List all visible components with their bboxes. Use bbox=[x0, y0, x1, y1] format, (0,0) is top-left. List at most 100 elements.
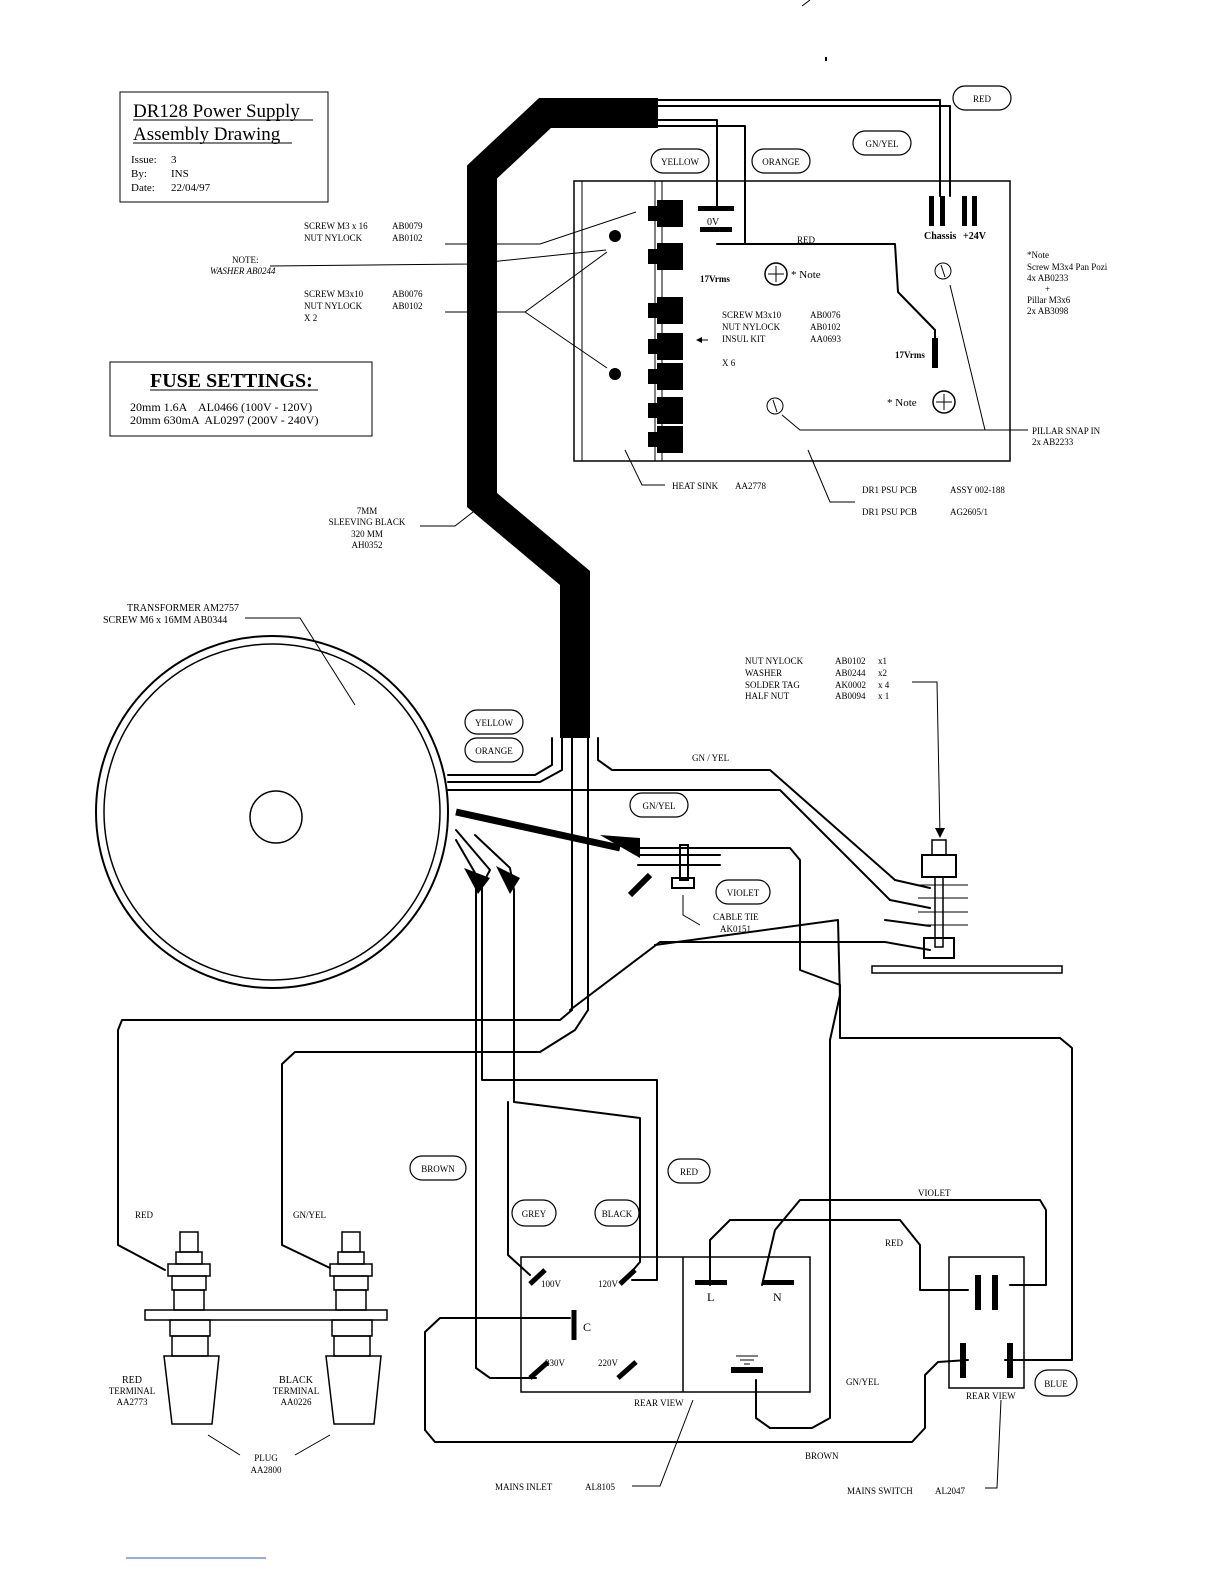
ground-stud: NUT NYLOCK WASHER SOLDER TAG HALF NUT AB… bbox=[745, 656, 1063, 974]
svg-text:L: L bbox=[707, 1290, 714, 1304]
svg-text:AL2047: AL2047 bbox=[935, 1486, 965, 1496]
cable-tie-label: CABLE TIE bbox=[713, 912, 759, 922]
date-label: Date: bbox=[131, 182, 155, 194]
title-line2: Assembly Drawing bbox=[133, 124, 281, 145]
violet-wire-label: VIOLET bbox=[918, 1188, 951, 1198]
svg-text:120V: 120V bbox=[598, 1279, 619, 1289]
svg-text:AB0244: AB0244 bbox=[835, 668, 866, 678]
svg-text:AB0102: AB0102 bbox=[835, 656, 866, 666]
callout-mains: MAINS INLET AL8105 MAINS SWITCH AL2047 bbox=[495, 1399, 1002, 1496]
title-block: DR128 Power Supply Assembly Drawing Issu… bbox=[119, 91, 329, 203]
pcb-red-label: RED bbox=[797, 235, 816, 245]
svg-text:320 MM: 320 MM bbox=[351, 529, 383, 539]
svg-text:PILLAR SNAP IN: PILLAR SNAP IN bbox=[1032, 426, 1101, 436]
svg-text:AB0094: AB0094 bbox=[835, 691, 866, 701]
black-sleeving bbox=[467, 98, 658, 738]
svg-text:GN/YEL: GN/YEL bbox=[643, 801, 676, 811]
label-24v: +24V bbox=[963, 231, 987, 242]
note-star-1: * Note bbox=[791, 269, 821, 281]
svg-text:AB0076: AB0076 bbox=[392, 289, 423, 299]
psu-pcb: RED 0V 17Vrms 17Vrms Chassis +24V * Note… bbox=[573, 180, 1011, 462]
svg-text:2x AB2233: 2x AB2233 bbox=[1032, 437, 1074, 447]
pcb-insul: INSUL KIT bbox=[722, 334, 766, 344]
svg-text:SCREW M3 x 16: SCREW M3 x 16 bbox=[304, 221, 368, 231]
svg-text:RED: RED bbox=[973, 94, 992, 104]
svg-text:RED: RED bbox=[122, 1375, 142, 1386]
transistors bbox=[648, 200, 683, 453]
svg-text:7MM: 7MM bbox=[357, 506, 378, 516]
svg-text:ASSY 002-188: ASSY 002-188 bbox=[950, 485, 1005, 495]
svg-text:ORANGE: ORANGE bbox=[762, 157, 800, 167]
svg-text:SOLDER TAG: SOLDER TAG bbox=[745, 680, 800, 690]
svg-text:NUT NYLOCK: NUT NYLOCK bbox=[745, 656, 804, 666]
svg-text:BROWN: BROWN bbox=[421, 1164, 455, 1174]
svg-text:BLACK: BLACK bbox=[602, 1209, 633, 1219]
callout-screws: SCREW M3 x 16 NUT NYLOCK AB0079 AB0102 N… bbox=[210, 211, 637, 369]
svg-text:*Note: *Note bbox=[1027, 250, 1049, 260]
issue-value: 3 bbox=[171, 154, 177, 166]
svg-text:SLEEVING BLACK: SLEEVING BLACK bbox=[329, 517, 406, 527]
pcb-ab0076: AB0076 bbox=[810, 310, 841, 320]
svg-text:MAINS SWITCH: MAINS SWITCH bbox=[847, 1486, 913, 1496]
pcb-nut: NUT NYLOCK bbox=[722, 322, 781, 332]
wire-tag-yellow-top: YELLOW bbox=[650, 148, 710, 174]
svg-text:AL8105: AL8105 bbox=[585, 1482, 615, 1492]
wire-tag-grey: GREY bbox=[511, 1199, 557, 1227]
svg-text:AB0079: AB0079 bbox=[392, 221, 423, 231]
svg-text:x 1: x 1 bbox=[878, 691, 889, 701]
svg-text:AK0002: AK0002 bbox=[835, 680, 866, 690]
side-note: *Note Screw M3x4 Pan Pozi 4x AB0233 + Pi… bbox=[781, 250, 1108, 447]
cable-tie bbox=[627, 844, 721, 898]
svg-text:WASHER: WASHER bbox=[745, 668, 782, 678]
fuse-settings-box: FUSE SETTINGS: 20mm 1.6A AL0466 (100V - … bbox=[109, 361, 373, 437]
callout-heatsink: HEAT SINK AA2778 DR1 PSU PCB ASSY 002-18… bbox=[624, 449, 1005, 517]
svg-text:NUT NYLOCK: NUT NYLOCK bbox=[304, 301, 363, 311]
svg-text:AA2778: AA2778 bbox=[735, 481, 766, 491]
svg-text:NOTE:: NOTE: bbox=[232, 255, 259, 265]
issue-label: Issue: bbox=[131, 154, 157, 166]
pcb-ab0102: AB0102 bbox=[810, 322, 841, 332]
by-value: INS bbox=[171, 168, 189, 180]
terminal-red-wire: RED bbox=[135, 1210, 154, 1220]
mains-inlet: 100V 120V C 230V 220V L N REAR VIEW bbox=[520, 1256, 811, 1408]
svg-text:X 2: X 2 bbox=[304, 313, 317, 323]
wire-tag-orange-top: ORANGE bbox=[751, 148, 811, 174]
wire-tag-brown: BROWN bbox=[409, 1155, 467, 1181]
svg-text:BLUE: BLUE bbox=[1044, 1379, 1068, 1389]
svg-text:x 4: x 4 bbox=[878, 680, 890, 690]
pcb-aa0693: AA0693 bbox=[810, 334, 841, 344]
svg-text:2x AB3098: 2x AB3098 bbox=[1027, 306, 1069, 316]
svg-text:AA2800: AA2800 bbox=[251, 1465, 282, 1475]
wire-tag-red-top: RED bbox=[952, 85, 1012, 111]
svg-text:230V: 230V bbox=[545, 1358, 566, 1368]
by-label: By: bbox=[131, 168, 147, 180]
pcb-x6: X 6 bbox=[722, 358, 736, 368]
svg-text:AB0102: AB0102 bbox=[392, 233, 423, 243]
svg-text:TERMINAL: TERMINAL bbox=[273, 1386, 320, 1396]
svg-text:HEAT SINK: HEAT SINK bbox=[672, 481, 719, 491]
svg-text:4x AB0233: 4x AB0233 bbox=[1027, 273, 1069, 283]
label-17vrms-1: 17Vrms bbox=[700, 274, 730, 284]
wire-tag-red-mid: RED bbox=[667, 1158, 711, 1184]
svg-text:ORANGE: ORANGE bbox=[475, 746, 513, 756]
pillar-icon bbox=[934, 262, 952, 280]
pcb-screw: SCREW M3x10 bbox=[722, 310, 782, 320]
svg-text:GREY: GREY bbox=[522, 1209, 547, 1219]
svg-text:REAR VIEW: REAR VIEW bbox=[634, 1398, 684, 1408]
svg-text:HALF NUT: HALF NUT bbox=[745, 691, 790, 701]
fuse-row-1: 20mm 1.6A AL0466 (100V - 120V) bbox=[130, 400, 312, 414]
date-value: 22/04/97 bbox=[171, 182, 211, 194]
svg-text:YELLOW: YELLOW bbox=[475, 718, 513, 728]
output-terminals: RED GN/YEL RED TERMINAL AA2773 BLACK TER… bbox=[109, 1210, 388, 1475]
svg-text:MAINS INLET: MAINS INLET bbox=[495, 1482, 553, 1492]
svg-text:PLUG: PLUG bbox=[254, 1453, 278, 1463]
svg-text:DR1 PSU PCB: DR1 PSU PCB bbox=[862, 485, 917, 495]
tx-label-2: SCREW M6 x 16MM AB0344 bbox=[103, 615, 227, 626]
svg-text:AA2773: AA2773 bbox=[117, 1397, 148, 1407]
svg-text:BLACK: BLACK bbox=[279, 1375, 314, 1386]
brown-wire-label-bottom: BROWN bbox=[805, 1451, 839, 1461]
svg-text:N: N bbox=[773, 1290, 782, 1304]
svg-text:Screw M3x4 Pan Pozi: Screw M3x4 Pan Pozi bbox=[1027, 262, 1108, 272]
svg-text:NUT NYLOCK: NUT NYLOCK bbox=[304, 233, 363, 243]
